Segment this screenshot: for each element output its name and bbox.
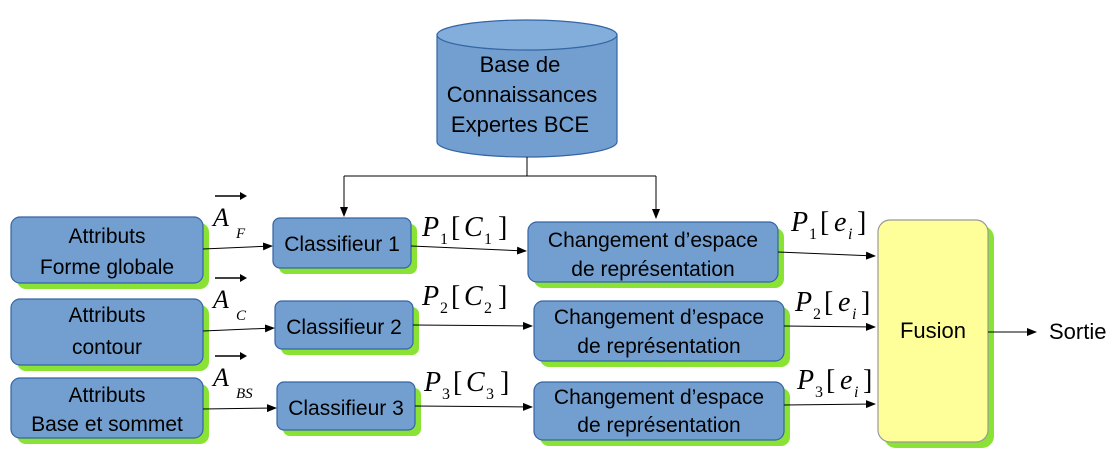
vector-a-f-symbol: A — [211, 203, 229, 232]
classifier-output-3-open: [ — [453, 367, 462, 398]
classifier-output-2-arg: C — [464, 281, 483, 312]
transform-output-3-p-sub: 3 — [815, 384, 823, 401]
classifier-output-3-arg: C — [466, 367, 485, 398]
classifier-output-2-close: ] — [498, 281, 507, 312]
vector-a-c-symbol: A — [211, 285, 229, 314]
input-1-line-2: Forme globale — [40, 256, 174, 279]
transform-1-line-2: de représentation — [571, 258, 734, 281]
transform-output-2-p-sub: 2 — [813, 306, 821, 323]
vector-a-bs-subscript: BS — [236, 386, 253, 402]
classifier-output-1-open: [ — [451, 212, 460, 243]
classifier-output-2-p-sub: 2 — [440, 300, 448, 317]
classifier-output-1-p-sub: 1 — [440, 231, 448, 248]
transform-output-label-1: P 1 [ e i ] — [790, 207, 866, 243]
knowledge-base-line-2: Connaissances — [447, 82, 597, 107]
transform-output-3-arg: e — [840, 365, 852, 396]
classifier-output-3-p: P — [423, 367, 441, 398]
input-3-line-2: Base et sommet — [31, 413, 183, 436]
transform-output-1-p: P — [790, 207, 808, 238]
vector-a-c-subscript: C — [236, 308, 247, 324]
vector-a-f-subscript: F — [235, 226, 246, 242]
classifier-arrows — [410, 245, 533, 411]
classifier-output-1-p: P — [421, 212, 439, 243]
transform-3-line-2: de représentation — [577, 414, 740, 437]
vector-label-a-f: A F — [211, 192, 247, 242]
classifier-1-label: Classifieur 1 — [284, 233, 400, 256]
transform-output-1-open: [ — [820, 207, 829, 238]
transform-output-2-arg: e — [838, 287, 850, 318]
output-label: Sortie — [1049, 319, 1106, 344]
classifier-output-1-arg-sub: 1 — [484, 231, 492, 248]
transform-output-2-open: [ — [824, 287, 833, 318]
transform-output-3-p: P — [796, 365, 814, 396]
transform-output-2-p: P — [794, 287, 812, 318]
classifier-output-label-2: P 2 [ C 2 ] — [421, 281, 507, 317]
classifier-output-label-1: P 1 [ C 1 ] — [421, 212, 507, 248]
transform-output-1-arg: e — [834, 207, 846, 238]
fusion-label: Fusion — [900, 318, 966, 343]
input-box-contour: Attributs contour — [10, 298, 209, 371]
transform-output-3-close: ] — [863, 365, 872, 396]
classifier-box-3: Classifieur 3 — [276, 381, 421, 436]
transform-output-1-close: ] — [857, 207, 866, 238]
fusion-input-arrows — [777, 251, 876, 409]
input-box-forme-globale: Attributs Forme globale — [10, 216, 209, 289]
classifier-box-1: Classifieur 1 — [272, 217, 417, 274]
classifier-3-label: Classifieur 3 — [288, 397, 404, 420]
transform-output-3-arg-sub: i — [854, 384, 858, 401]
classifier-output-3-arg-sub: 3 — [486, 386, 494, 403]
knowledge-base-connectors — [340, 157, 660, 219]
transform-box-1: Changement d’espace de représentation — [527, 221, 784, 288]
classifier-output-2-open: [ — [451, 281, 460, 312]
transform-output-2-arg-sub: i — [852, 306, 856, 323]
transform-output-3-open: [ — [826, 365, 835, 396]
knowledge-base-line-1: Base de — [480, 52, 561, 77]
classifier-output-2-arg-sub: 2 — [484, 300, 492, 317]
input-2-line-1: Attributs — [68, 304, 145, 327]
transform-1-line-1: Changement d’espace — [548, 229, 758, 252]
classifier-2-label: Classifieur 2 — [286, 316, 402, 339]
classifier-output-3-p-sub: 3 — [442, 386, 450, 403]
vector-label-a-bs: A BS — [211, 352, 253, 402]
classifier-output-2-p: P — [421, 281, 439, 312]
input-1-line-1: Attributs — [68, 225, 145, 248]
transform-output-1-arg-sub: i — [848, 226, 852, 243]
vector-a-bs-symbol: A — [211, 363, 229, 392]
transform-2-line-1: Changement d’espace — [554, 306, 764, 329]
transform-3-line-1: Changement d’espace — [554, 386, 764, 409]
transform-box-3: Changement d’espace de représentation — [533, 381, 790, 446]
fusion-box: Fusion — [877, 219, 994, 448]
transform-output-label-3: P 3 [ e i ] — [796, 365, 872, 401]
input-arrows — [202, 242, 277, 413]
input-box-base-sommet: Attributs Base et sommet — [10, 377, 209, 444]
knowledge-base-line-3: Expertes BCE — [451, 112, 589, 137]
classifier-output-1-close: ] — [498, 212, 507, 243]
classifier-box-2: Classifieur 2 — [274, 300, 419, 355]
classifier-output-3-close: ] — [500, 367, 509, 398]
input-3-line-1: Attributs — [68, 384, 145, 407]
transform-output-2-close: ] — [861, 287, 870, 318]
transform-output-1-p-sub: 1 — [809, 226, 817, 243]
vector-label-a-c: A C — [211, 274, 247, 324]
transform-box-2: Changement d’espace de représentation — [533, 300, 790, 367]
transform-2-line-2: de représentation — [577, 335, 740, 358]
input-2-line-2: contour — [72, 336, 142, 359]
transform-output-label-2: P 2 [ e i ] — [794, 287, 870, 323]
classifier-output-label-3: P 3 [ C 3 ] — [423, 367, 509, 403]
classifier-output-1-arg: C — [464, 212, 483, 243]
knowledge-base-cylinder: Base de Connaissances Expertes BCE — [436, 19, 618, 158]
